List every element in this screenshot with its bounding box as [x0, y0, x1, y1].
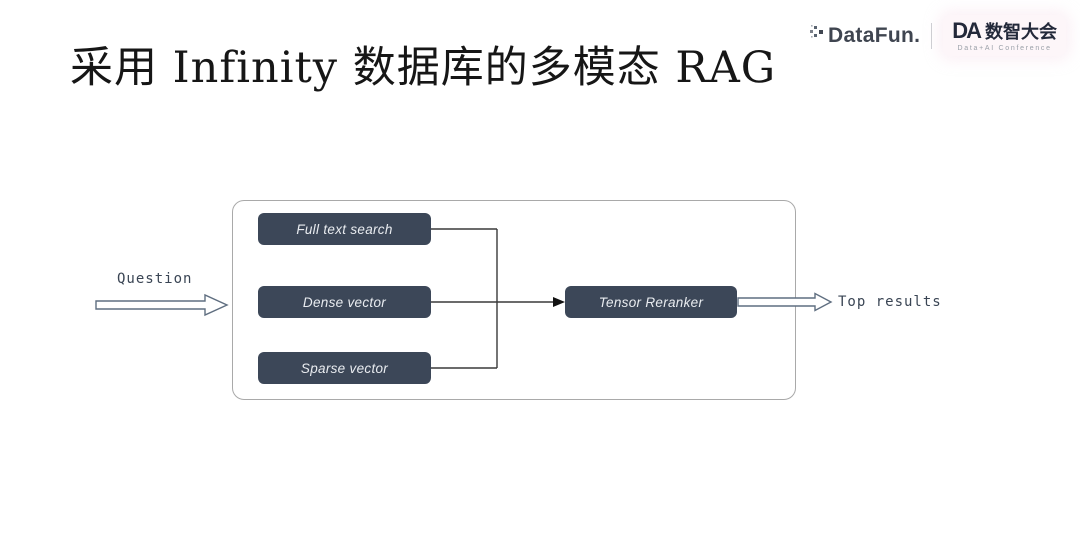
- slide-title: 采用 Infinity 数据库的多模态 RAG: [70, 43, 777, 93]
- question-arrow-icon: [95, 293, 229, 317]
- logo-separator: [931, 22, 933, 49]
- tensor-reranker-box: Tensor Reranker: [565, 286, 737, 318]
- stage-box-sparse-vector: Sparse vector: [258, 352, 431, 384]
- datafun-dots-icon: [809, 25, 823, 38]
- top-results-label: Top results: [838, 294, 942, 310]
- logo-bar: DataFun. DA 数智大会 Data+AI Conference: [809, 15, 1066, 56]
- stage-box-full-text-search: Full text search: [258, 213, 431, 245]
- stage-box-dense-vector: Dense vector: [258, 286, 431, 318]
- conference-wordmark-prefix: DA: [952, 18, 982, 43]
- conference-wordmark-name: 数智大会: [985, 22, 1057, 42]
- reranker-label: Tensor Reranker: [598, 294, 704, 310]
- conference-subtitle: Data+AI Conference: [957, 45, 1052, 52]
- conference-logo: DA 数智大会 Data+AI Conference: [943, 15, 1066, 56]
- datafun-wordmark: DataFun.: [827, 23, 921, 47]
- stage-label: Sparse vector: [300, 360, 389, 376]
- stage-label: Dense vector: [302, 294, 387, 310]
- stage-label: Full text search: [296, 221, 393, 237]
- question-label: Question: [117, 271, 193, 287]
- datafun-logo: DataFun.: [809, 23, 921, 48]
- conference-wordmark: DA 数智大会: [952, 18, 1057, 44]
